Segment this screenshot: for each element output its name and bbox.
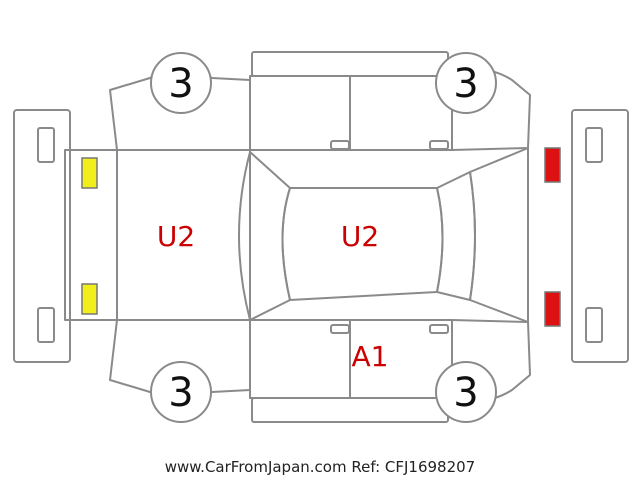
front-bumper bbox=[13, 109, 71, 363]
door-handle-4 bbox=[429, 324, 449, 334]
headlight-bottom bbox=[81, 283, 98, 315]
rear-bumper bbox=[571, 109, 629, 363]
headlight-top bbox=[81, 157, 98, 189]
wheel-rear-right bbox=[435, 361, 497, 423]
taillight-top bbox=[544, 147, 561, 183]
tire-label-rear-left: 3 bbox=[453, 61, 478, 107]
tire-label-rear-right: 3 bbox=[453, 370, 478, 416]
front-left-door bbox=[249, 75, 351, 151]
door-handle-3 bbox=[330, 324, 350, 334]
wheel-rear-left bbox=[435, 52, 497, 114]
footer-reference: www.CarFromJapan.com Ref: CFJ1698207 bbox=[165, 458, 475, 476]
trunk-panel bbox=[469, 147, 529, 323]
rear-window bbox=[436, 171, 476, 301]
damage-code-hood: U2 bbox=[157, 220, 195, 253]
damage-code-roof: U2 bbox=[341, 220, 379, 253]
door-handle-1 bbox=[330, 140, 350, 150]
wheel-front-right bbox=[150, 361, 212, 423]
taillight-bottom bbox=[544, 291, 561, 327]
wheel-front-left bbox=[150, 52, 212, 114]
front-bumper-slot-bottom bbox=[37, 307, 55, 343]
front-bumper-slot-top bbox=[37, 127, 55, 163]
rear-bumper-slot-top bbox=[585, 127, 603, 163]
door-handle-2 bbox=[429, 140, 449, 150]
bottom-sill bbox=[251, 397, 449, 423]
tire-label-front-right: 3 bbox=[168, 370, 193, 416]
tire-label-front-left: 3 bbox=[168, 61, 193, 107]
top-sill bbox=[251, 51, 449, 77]
front-right-door bbox=[249, 319, 351, 399]
damage-code-rear-door: A1 bbox=[352, 340, 389, 373]
rear-bumper-slot-bottom bbox=[585, 307, 603, 343]
